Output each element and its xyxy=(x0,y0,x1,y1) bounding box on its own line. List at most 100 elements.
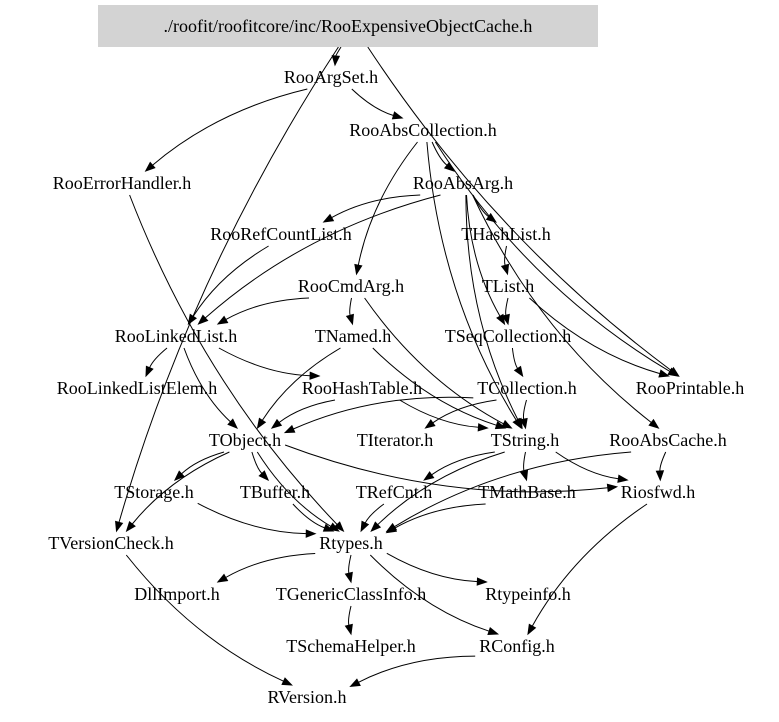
node-label: RooAbsCollection.h xyxy=(349,120,497,140)
arrowhead-icon xyxy=(281,677,293,686)
edge-root-to-tversion-check xyxy=(118,46,339,523)
arrowhead-icon xyxy=(349,678,361,688)
arrowhead-icon xyxy=(145,365,154,378)
node-tstring[interactable]: TString.h xyxy=(491,430,560,450)
node-rversion[interactable]: RVersion.h xyxy=(267,687,346,707)
node-label: RVersion.h xyxy=(267,687,346,707)
arrowhead-icon xyxy=(519,469,529,482)
arrowhead-icon xyxy=(173,470,185,481)
edge-roo-abs-arg-to-roo-ref-count-list xyxy=(331,194,421,219)
arrowhead-icon xyxy=(655,470,665,482)
node-label: TMathBase.h xyxy=(478,482,575,502)
node-label: TBuffer.h xyxy=(240,482,310,502)
edge-roo-arg-set-to-roo-abs-collection xyxy=(351,88,394,116)
arrowhead-icon xyxy=(648,418,660,429)
node-highlight-box xyxy=(98,5,598,47)
node-tmath-base[interactable]: TMathBase.h xyxy=(478,482,575,502)
node-root[interactable]: ./roofit/roofitcore/inc/RooExpensiveObje… xyxy=(98,5,598,47)
arrowhead-icon xyxy=(322,213,335,223)
node-tschema-helper[interactable]: TSchemaHelper.h xyxy=(286,636,415,656)
edge-tgeneric-class-info-to-tschema-helper xyxy=(348,605,352,626)
edge-riosfwd-to-rconfig xyxy=(531,503,648,627)
node-label: TString.h xyxy=(491,430,560,450)
node-tnamed[interactable]: TNamed.h xyxy=(315,326,391,346)
node-tcollection[interactable]: TCollection.h xyxy=(477,378,576,398)
node-roo-abs-cache[interactable]: RooAbsCache.h xyxy=(609,430,726,450)
node-label: RooErrorHandler.h xyxy=(53,173,191,193)
edge-roo-abs-arg-to-thash-list xyxy=(472,194,489,218)
node-label: TCollection.h xyxy=(477,378,576,398)
node-label: RooCmdArg.h xyxy=(298,276,404,296)
edge-roo-linked-list-to-roo-hash-table xyxy=(218,347,311,377)
node-label: RooHashTable.h xyxy=(302,378,422,398)
edge-tobject-to-tbuffer xyxy=(251,451,263,474)
arrowhead-icon xyxy=(424,419,436,429)
edge-rconfig-to-rversion xyxy=(358,655,476,683)
edge-roo-cmd-arg-to-tstring xyxy=(364,297,504,425)
node-thash-list[interactable]: THashList.h xyxy=(461,224,551,244)
edge-tstring-to-riosfwd xyxy=(555,451,619,480)
edge-tnamed-to-tobject xyxy=(261,347,341,421)
node-roo-ref-count-list[interactable]: RooRefCountList.h xyxy=(210,224,352,244)
node-roo-linked-list-elem[interactable]: RooLinkedListElem.h xyxy=(57,378,217,398)
edge-tobject-to-tstorage xyxy=(181,451,225,475)
node-roo-abs-arg[interactable]: RooAbsArg.h xyxy=(413,173,513,193)
arrowhead-icon xyxy=(527,623,537,636)
node-tlist[interactable]: TList.h xyxy=(482,276,535,296)
node-titerator[interactable]: TIterator.h xyxy=(357,430,433,450)
arrowhead-icon xyxy=(345,313,354,326)
node-tref-cnt[interactable]: TRefCnt.h xyxy=(356,482,433,502)
node-label: RooLinkedList.h xyxy=(115,326,238,346)
arrowhead-icon xyxy=(115,520,124,533)
edge-roo-linked-list-to-tobject xyxy=(183,347,231,423)
arrowhead-icon xyxy=(256,417,267,430)
node-roo-arg-set[interactable]: RooArgSet.h xyxy=(284,67,378,87)
node-tobject[interactable]: TObject.h xyxy=(209,430,281,450)
edge-roo-error-handler-to-rtypes xyxy=(129,194,338,525)
arrowhead-icon xyxy=(617,474,629,483)
node-rtypes[interactable]: Rtypes.h xyxy=(319,533,383,553)
node-rtypeinfo[interactable]: Rtypeinfo.h xyxy=(485,584,571,604)
arrowhead-icon xyxy=(270,418,283,429)
edge-rtypes-to-rtypeinfo xyxy=(386,552,478,583)
node-tstorage[interactable]: TStorage.h xyxy=(114,482,193,502)
arrowhead-icon xyxy=(423,471,435,481)
node-label: TStorage.h xyxy=(114,482,193,502)
arrowhead-icon xyxy=(519,417,528,430)
edge-tversion-check-to-rversion xyxy=(125,554,284,682)
node-label: TSchemaHelper.h xyxy=(286,636,415,656)
node-dll-import[interactable]: DllImport.h xyxy=(134,584,220,604)
edge-roo-abs-arg-to-roo-linked-list xyxy=(204,194,441,319)
edge-tmath-base-to-rtypes xyxy=(394,503,486,529)
node-roo-cmd-arg[interactable]: RooCmdArg.h xyxy=(298,276,404,296)
edge-roo-abs-cache-to-riosfwd xyxy=(659,451,667,472)
edge-root-to-roo-arg-set xyxy=(335,46,342,57)
node-roo-abs-collection[interactable]: RooAbsCollection.h xyxy=(349,120,497,140)
arrowhead-icon xyxy=(125,520,136,533)
arrowhead-icon xyxy=(477,423,489,432)
node-label: TRefCnt.h xyxy=(356,482,433,502)
arrowhead-icon xyxy=(487,626,500,636)
arrowhead-icon xyxy=(606,483,619,493)
node-label: TObject.h xyxy=(209,430,281,450)
node-tgeneric-class-info[interactable]: TGenericClassInfo.h xyxy=(276,584,426,604)
node-roo-error-handler[interactable]: RooErrorHandler.h xyxy=(53,173,191,193)
node-rconfig[interactable]: RConfig.h xyxy=(479,636,555,656)
node-roo-linked-list[interactable]: RooLinkedList.h xyxy=(115,326,238,346)
edge-roo-hash-table-to-tobject xyxy=(278,399,336,423)
node-roo-hash-table[interactable]: RooHashTable.h xyxy=(302,378,422,398)
edge-tcollection-to-tstring xyxy=(522,399,527,420)
node-tseq-collection[interactable]: TSeqCollection.h xyxy=(445,326,571,346)
node-label: TSeqCollection.h xyxy=(445,326,571,346)
node-tbuffer[interactable]: TBuffer.h xyxy=(240,482,310,502)
arrowhead-icon xyxy=(667,367,679,377)
node-label: RooArgSet.h xyxy=(284,67,378,87)
edge-roo-cmd-arg-to-roo-linked-list xyxy=(225,297,310,321)
node-tversion-check[interactable]: TVersionCheck.h xyxy=(48,533,173,553)
arrowhead-icon xyxy=(500,263,510,276)
node-roo-printable[interactable]: RooPrintable.h xyxy=(636,378,745,398)
edge-tref-cnt-to-rtypes xyxy=(364,503,385,524)
edge-rtypes-to-rconfig xyxy=(369,554,490,632)
node-riosfwd[interactable]: Riosfwd.h xyxy=(621,482,696,502)
